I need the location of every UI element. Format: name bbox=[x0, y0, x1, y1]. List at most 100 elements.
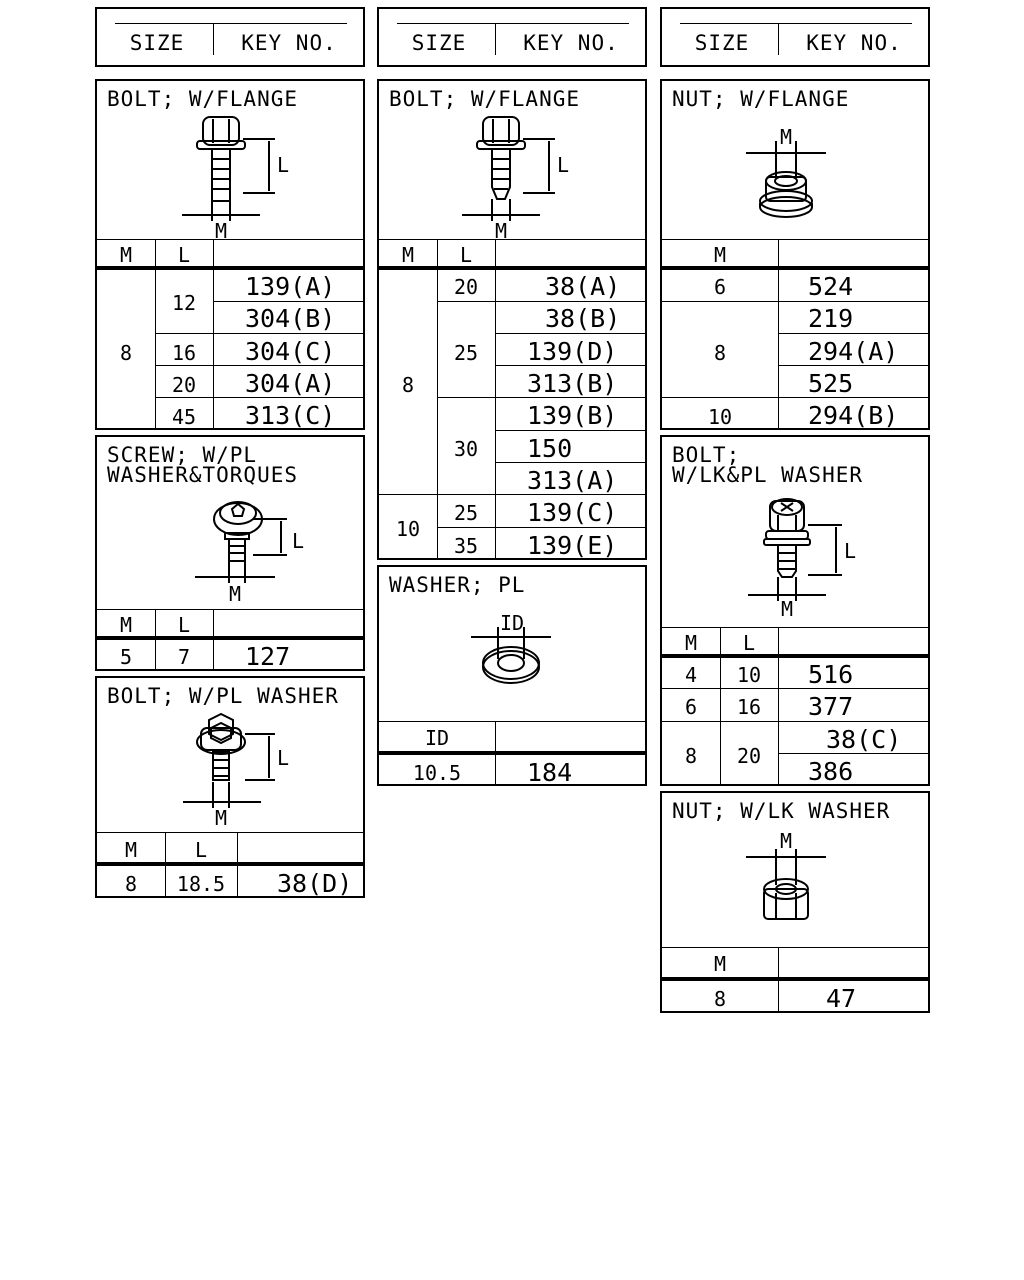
dim-m-label: M bbox=[229, 582, 242, 606]
bolt-flange-panel-2: BOLT; W/FLANGE L M M L 8 10 20 25 30 25 … bbox=[377, 79, 647, 560]
size-label: SIZE bbox=[411, 31, 467, 55]
l-value: 30 bbox=[453, 437, 479, 461]
col-m-header: M bbox=[119, 613, 133, 637]
key-no: 304(B) bbox=[245, 304, 336, 333]
col-l-header: L bbox=[459, 243, 473, 267]
key-no: 304(C) bbox=[245, 337, 336, 366]
m-value: 8 bbox=[124, 872, 138, 896]
key-no-label: KEY NO. bbox=[241, 31, 337, 55]
header-box-1: SIZE KEY NO. bbox=[95, 7, 365, 67]
flange-nut-icon bbox=[746, 141, 826, 218]
id-value: 10.5 bbox=[412, 761, 462, 785]
dim-l-label: L bbox=[844, 539, 857, 563]
dim-l-label: L bbox=[277, 153, 290, 177]
l-value: 16 bbox=[736, 695, 762, 719]
dim-id-label: ID bbox=[500, 611, 525, 635]
key-no-label: KEY NO. bbox=[806, 31, 902, 55]
col-m-header: M bbox=[124, 838, 138, 862]
l-value: 16 bbox=[171, 341, 197, 365]
washer-pl-panel: WASHER; PL ID ID 10.5 184 bbox=[377, 565, 647, 786]
dim-l-label: L bbox=[292, 529, 305, 553]
nut-lk-washer-panel: NUT; W/LK WASHER M M 8 47 bbox=[660, 791, 930, 1013]
col-m-header: M bbox=[713, 952, 727, 976]
panel-title: BOLT; W/FLANGE bbox=[389, 87, 581, 111]
key-no: 139(A) bbox=[245, 272, 336, 301]
l-value: 7 bbox=[177, 645, 191, 669]
m-value: 4 bbox=[684, 663, 698, 687]
tapping-bolt-icon bbox=[462, 116, 555, 221]
dim-m-label: M bbox=[781, 597, 794, 621]
dim-l-label: L bbox=[557, 153, 570, 177]
l-value: 35 bbox=[453, 534, 479, 558]
panel-title: WASHER&TORQUES bbox=[107, 463, 299, 487]
m-value: 6 bbox=[684, 695, 698, 719]
key-no: 150 bbox=[527, 434, 573, 463]
col-m-header: M bbox=[119, 243, 133, 267]
dim-m-label: M bbox=[780, 829, 793, 853]
bolt-pl-washer-panel: BOLT; W/PL WASHER L M M L 8 18.5 38(D) bbox=[95, 676, 365, 898]
key-no: 127 bbox=[245, 642, 291, 671]
torx-screw-icon bbox=[195, 501, 287, 583]
key-no-label: KEY NO. bbox=[523, 31, 619, 55]
m-value: 10 bbox=[395, 517, 421, 541]
dim-m-label: M bbox=[215, 806, 228, 830]
plain-washer-icon bbox=[471, 627, 551, 684]
panel-title: BOLT; W/FLANGE bbox=[107, 87, 299, 111]
l-value: 25 bbox=[453, 341, 479, 365]
panel-title: BOLT; W/PL WASHER bbox=[107, 684, 339, 708]
key-no: 139(D) bbox=[527, 337, 618, 366]
key-no: 313(B) bbox=[527, 369, 618, 398]
key-no: 294(A) bbox=[808, 337, 899, 366]
key-no: 38(A) bbox=[545, 272, 621, 301]
key-no: 304(A) bbox=[245, 369, 336, 398]
col-l-header: L bbox=[194, 838, 208, 862]
key-no: 38(C) bbox=[826, 725, 902, 754]
hex-bolt-icon bbox=[183, 712, 275, 808]
key-no: 139(E) bbox=[527, 531, 618, 560]
dim-m-label: M bbox=[780, 125, 793, 149]
m-value: 8 bbox=[713, 987, 727, 1011]
m-value: 10 bbox=[707, 405, 733, 429]
l-value: 20 bbox=[736, 744, 762, 768]
dim-m-label: M bbox=[495, 219, 508, 243]
key-no: 139(B) bbox=[527, 401, 618, 430]
m-value: 8 bbox=[401, 373, 415, 397]
panel-title: W/LK&PL WASHER bbox=[672, 463, 864, 487]
key-no: 184 bbox=[527, 758, 573, 787]
panel-title: NUT; W/LK WASHER bbox=[672, 799, 891, 823]
dim-m-label: M bbox=[215, 219, 228, 243]
lock-nut-icon bbox=[746, 849, 826, 920]
m-value: 8 bbox=[119, 341, 133, 365]
header-box-2: SIZE KEY NO. bbox=[377, 7, 647, 67]
header-box-3: SIZE KEY NO. bbox=[660, 7, 930, 67]
dim-l-label: L bbox=[277, 746, 290, 770]
key-no: 313(C) bbox=[245, 401, 336, 430]
key-no: 516 bbox=[808, 660, 854, 689]
l-value: 12 bbox=[171, 291, 197, 315]
panel-title: WASHER; PL bbox=[389, 573, 526, 597]
key-no: 525 bbox=[808, 369, 854, 398]
key-no: 38(B) bbox=[545, 304, 621, 333]
key-no: 47 bbox=[826, 984, 857, 1013]
key-no: 139(C) bbox=[527, 498, 618, 527]
l-value: 20 bbox=[171, 373, 197, 397]
cross-bolt-icon bbox=[748, 498, 842, 601]
col-m-header: M bbox=[684, 631, 698, 655]
l-value: 10 bbox=[736, 663, 762, 687]
key-no: 377 bbox=[808, 692, 854, 721]
screw-torques-panel: SCREW; W/PL WASHER&TORQUES L M M L 5 7 1… bbox=[95, 435, 365, 671]
key-no: 219 bbox=[808, 304, 854, 333]
col-id-header: ID bbox=[424, 726, 450, 750]
key-no: 313(A) bbox=[527, 466, 618, 495]
key-no: 386 bbox=[808, 757, 854, 786]
l-value: 45 bbox=[171, 405, 197, 429]
size-label: SIZE bbox=[694, 31, 750, 55]
l-value: 25 bbox=[453, 501, 479, 525]
panel-title: NUT; W/FLANGE bbox=[672, 87, 850, 111]
panel-title: BOLT; bbox=[672, 443, 741, 467]
col-m-header: M bbox=[713, 243, 727, 267]
m-value: 6 bbox=[713, 275, 727, 299]
key-no: 524 bbox=[808, 272, 854, 301]
col-l-header: L bbox=[177, 613, 191, 637]
key-no: 38(D) bbox=[277, 869, 353, 898]
